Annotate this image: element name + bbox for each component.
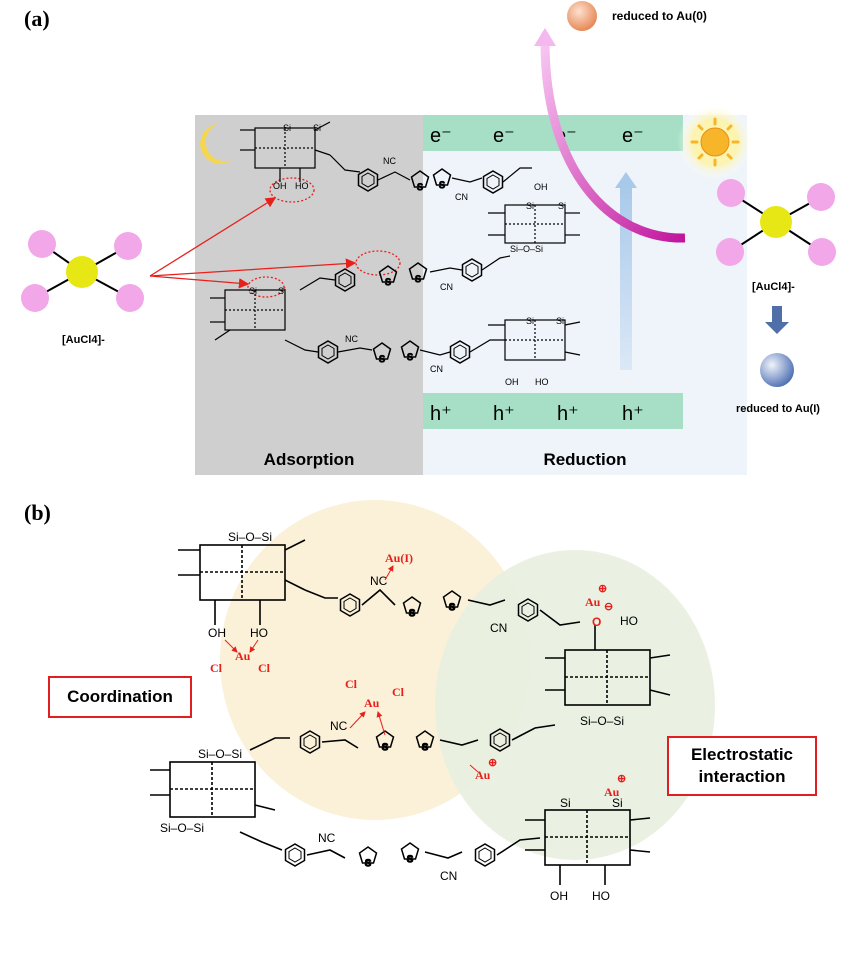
au-label-4: Au: [475, 768, 491, 782]
cl-label-3: Cl: [345, 677, 358, 691]
adsorption-arrows: [149, 197, 357, 289]
svg-text:Si–O–Si: Si–O–Si: [228, 530, 272, 544]
polymer-structure-b: Si–O–Si OH HO NC CN Si–O–Si HO NC: [150, 530, 671, 903]
svg-text:CN: CN: [440, 282, 453, 292]
svg-text:CN: CN: [430, 364, 443, 374]
cl-label-2: Cl: [258, 661, 271, 675]
svg-text:Si–O–Si: Si–O–Si: [510, 244, 543, 254]
down-arrow: [765, 306, 789, 334]
complex-right-label: [AuCl4]-: [752, 281, 795, 293]
svg-text:OH: OH: [550, 889, 568, 903]
polymer-structure-a: OH HO Si Si NC CN OH Si Si Si–O–Si CN: [210, 121, 581, 387]
hole-3: h⁺: [557, 403, 579, 425]
hole-1: h⁺: [430, 403, 452, 425]
au0-label: reduced to Au(0): [612, 9, 707, 23]
sun-icon: [677, 104, 753, 180]
cl-label-1: Cl: [210, 661, 223, 675]
au-label-2: Au: [364, 696, 380, 710]
svg-text:Si: Si: [313, 123, 321, 133]
electron-2: e⁻: [493, 125, 515, 147]
svg-text:OH: OH: [534, 182, 548, 192]
svg-text:OH: OH: [208, 626, 226, 640]
au0-sphere: [567, 1, 597, 31]
electrostatic-label-line2: interaction: [698, 767, 786, 786]
panel-a-label: (a): [24, 6, 50, 31]
aucl4-complex-right: [716, 179, 836, 266]
panel-b-label: (b): [24, 500, 51, 525]
svg-text:OH: OH: [273, 181, 287, 191]
valence-band: [423, 393, 683, 429]
complex-left-label: [AuCl4]-: [62, 334, 105, 346]
svg-text:Si: Si: [556, 316, 564, 326]
au1-sphere: [760, 353, 794, 387]
minus-1: ⊖: [604, 601, 613, 613]
svg-text:HO: HO: [250, 626, 268, 640]
svg-text:Si: Si: [278, 286, 286, 296]
au-label-3: Au: [585, 595, 601, 609]
svg-text:Si: Si: [560, 796, 571, 810]
svg-text:Si: Si: [249, 286, 257, 296]
svg-text:Si: Si: [558, 201, 566, 211]
plus-3: ⊕: [617, 773, 626, 785]
au1-label-b: Au(I): [385, 551, 413, 565]
svg-text:NC: NC: [370, 574, 388, 588]
coordination-label-box: Coordination: [48, 676, 192, 718]
svg-text:Si: Si: [283, 123, 291, 133]
svg-text:Si–O–Si: Si–O–Si: [580, 714, 624, 728]
adsorption-label: Adsorption: [264, 450, 355, 469]
hole-2: h⁺: [493, 403, 515, 425]
svg-text:NC: NC: [345, 334, 358, 344]
svg-text:OH: OH: [505, 377, 519, 387]
svg-text:NC: NC: [383, 156, 396, 166]
adsorption-region: [195, 115, 423, 475]
svg-text:Si–O–Si: Si–O–Si: [198, 747, 242, 761]
au1-label-a: reduced to Au(I): [736, 403, 820, 415]
electrostatic-label-box: Electrostatic interaction: [667, 736, 817, 796]
svg-text:HO: HO: [535, 377, 549, 387]
au-coordination-labels: Au(I) Au Cl Cl Au Cl Cl Au ⊕ ⊖ O Au ⊕ Au…: [210, 551, 626, 799]
hole-4: h⁺: [622, 403, 644, 425]
electron-1: e⁻: [430, 125, 452, 147]
svg-text:Si: Si: [526, 201, 534, 211]
svg-text:CN: CN: [490, 621, 507, 635]
binding-site-markers: [247, 177, 401, 298]
au-label-1: Au: [235, 649, 251, 663]
svg-text:HO: HO: [592, 889, 610, 903]
svg-text:Si: Si: [526, 316, 534, 326]
electrostatic-label-line1: Electrostatic: [690, 745, 794, 764]
au-label-5: Au: [604, 785, 620, 799]
charge-transfer-arrow: [615, 172, 637, 370]
svg-text:Si–O–Si: Si–O–Si: [160, 821, 204, 835]
svg-text:Si: Si: [612, 796, 623, 810]
svg-text:HO: HO: [295, 181, 309, 191]
cl-label-4: Cl: [392, 685, 405, 699]
svg-text:NC: NC: [318, 831, 336, 845]
o-label-1: O: [592, 615, 601, 629]
moon-icon: [200, 124, 232, 164]
plus-2: ⊕: [488, 757, 497, 769]
svg-text:NC: NC: [330, 719, 348, 733]
reduction-path-arrowhead: [534, 28, 556, 46]
svg-text:HO: HO: [620, 614, 638, 628]
svg-text:CN: CN: [440, 869, 457, 883]
plus-1: ⊕: [598, 583, 607, 595]
reduction-path-arrow: [540, 41, 686, 243]
hole-labels: h⁺ h⁺ h⁺ h⁺: [430, 403, 644, 425]
electron-4: e⁻: [622, 125, 644, 147]
aucl4-complex-left: [21, 230, 144, 312]
reduction-label: Reduction: [543, 450, 626, 469]
svg-text:CN: CN: [455, 192, 468, 202]
coordination-label: Coordination: [67, 687, 173, 706]
